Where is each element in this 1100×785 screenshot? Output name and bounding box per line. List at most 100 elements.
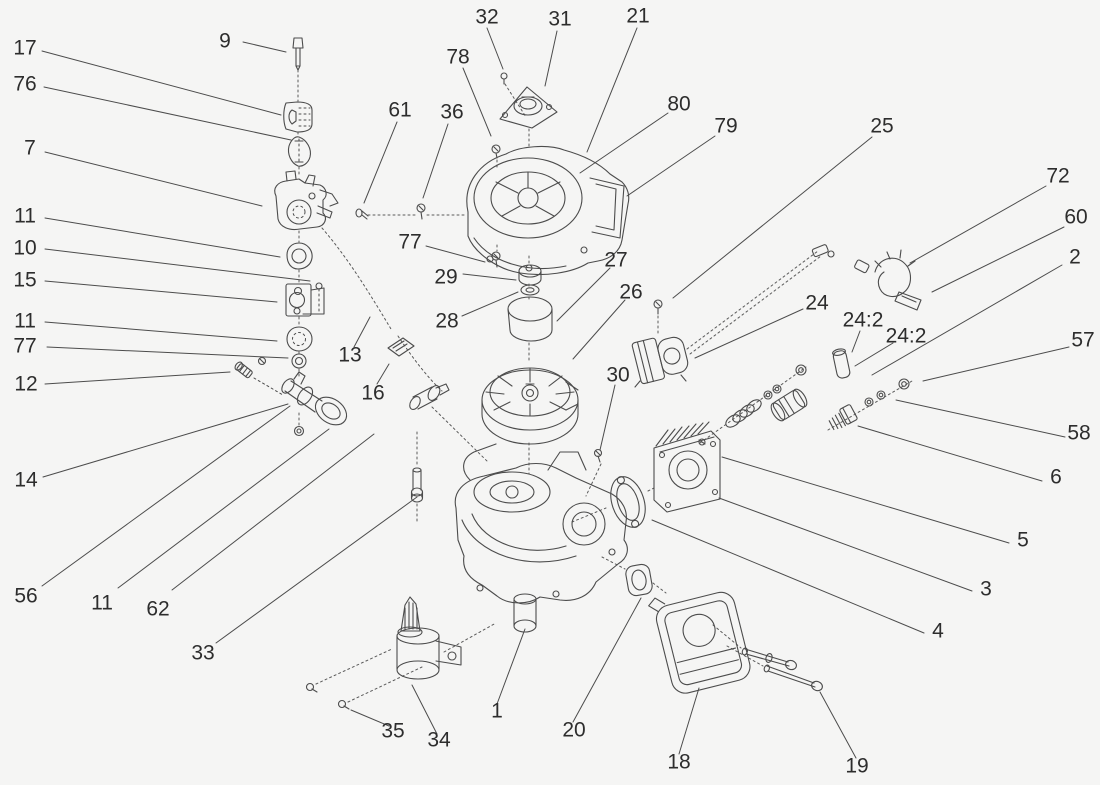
callout-24-label-47: 24: [805, 292, 829, 315]
callout-58-leader-34: [895, 399, 1066, 438]
callout-56-label-11: 56: [14, 585, 37, 608]
callout-32-leader-21: [486, 27, 504, 70]
callout-11-label-4: 11: [14, 205, 36, 228]
part-clamp-13: [387, 337, 415, 357]
callout-24-leader-47: [694, 308, 804, 359]
part-fitting-16: [409, 383, 450, 411]
part-washer-28: [520, 284, 540, 296]
part-muffler-bolts-19: [741, 647, 823, 692]
callout-16-label-46: 16: [361, 382, 384, 405]
callout-80-leader-27: [579, 112, 669, 174]
part-recoil-plate-31: [499, 86, 558, 129]
callout-62-label-13: 62: [146, 598, 169, 621]
callout-20-leader-18: [572, 597, 642, 723]
callout-14-leader-10: [42, 403, 289, 478]
part-screws-35: [305, 682, 350, 710]
callout-26-leader-43: [572, 299, 626, 360]
part-primer-assembly: [281, 371, 348, 437]
callout-6-label-35: 6: [1050, 466, 1062, 489]
callout-1-label-17: 1: [491, 700, 503, 723]
callout-28-label-41: 28: [435, 310, 458, 333]
part-carburetor-7: [274, 170, 339, 231]
callout-13-leader-45: [353, 316, 371, 348]
callout-61-label-25: 61: [388, 99, 411, 122]
callout-61-leader-25: [363, 121, 398, 204]
part-pulley-cup-27: [507, 296, 553, 342]
callout-72-leader-30: [909, 185, 1047, 264]
callout-17-leader-0: [41, 50, 282, 116]
callout-14-label-10: 14: [14, 469, 38, 492]
callout-24:2-leader-49: [854, 342, 894, 367]
leader-lines: [41, 27, 1070, 759]
callout-13-label-45: 13: [338, 344, 361, 367]
callout-15-label-6: 15: [13, 269, 36, 292]
callout-2-leader-32: [871, 264, 1063, 376]
callout-57-leader-33: [922, 346, 1070, 382]
part-ignition-coil-24: [631, 336, 689, 388]
callout-31-leader-22: [544, 30, 558, 87]
callout-12-label-9: 12: [14, 373, 37, 396]
callout-72-label-30: 72: [1046, 165, 1069, 188]
callout-34-label-16: 34: [427, 729, 451, 752]
part-seal-76: [287, 136, 311, 167]
callout-79-leader-28: [626, 135, 716, 197]
callout-7-label-3: 7: [24, 137, 36, 160]
part-engine-block-1: [454, 443, 628, 633]
callout-3-label-37: 3: [980, 578, 992, 601]
part-cylinder-shield-5: [653, 421, 721, 513]
callout-77-leader-39: [425, 245, 486, 263]
callout-18-label-19: 18: [667, 751, 690, 774]
callout-36-label-26: 36: [440, 101, 463, 124]
callout-11-leader-4: [44, 217, 281, 258]
part-oil-fill-34: [396, 596, 462, 680]
part-shield-gasket-3: [610, 476, 646, 528]
part-bolt-33: [410, 467, 424, 503]
callout-21-label-23: 21: [626, 5, 649, 28]
callout-11-leader-12: [117, 428, 330, 589]
callout-77-label-39: 77: [398, 231, 421, 254]
part-exhaust-gasket-20: [625, 563, 653, 597]
callout-76-leader-1: [43, 86, 292, 141]
callout-33-label-14: 33: [191, 642, 214, 665]
callout-4-label-38: 4: [932, 620, 944, 643]
callout-11-label-12: 11: [91, 592, 113, 615]
callout-28-leader-41: [461, 291, 519, 317]
callout-20-label-18: 20: [562, 719, 585, 742]
callout-1-leader-17: [496, 628, 526, 705]
part-screw-30: [593, 448, 603, 463]
callout-25-leader-29: [672, 136, 873, 299]
part-spark-plug-wire: [811, 244, 922, 311]
callout-3-leader-37: [718, 497, 973, 592]
part-spark-plug-2: [828, 378, 910, 431]
part-gasket-11: [286, 326, 313, 352]
callout-17-label-0: 17: [13, 37, 36, 60]
callout-79-label-28: 79: [714, 115, 737, 138]
callout-78-leader-24: [462, 67, 492, 137]
callout-27-leader-42: [556, 267, 611, 322]
callout-21-leader-23: [586, 27, 638, 153]
callout-10-leader-5: [44, 248, 311, 282]
callout-15-leader-6: [44, 280, 278, 303]
part-starter-clutch: [770, 388, 808, 422]
callout-30-leader-44: [599, 384, 616, 451]
callout-7-leader-3: [44, 151, 263, 207]
callout-24:2-label-48: 24:2: [843, 309, 884, 332]
callout-27-label-42: 27: [604, 249, 627, 272]
callout-33-leader-14: [215, 496, 418, 644]
callout-5-leader-36: [721, 456, 1010, 544]
callout-5-label-36: 5: [1017, 529, 1029, 552]
callout-16-leader-46: [376, 363, 390, 385]
callout-56-leader-11: [41, 405, 291, 587]
part-screw-32: [500, 72, 508, 85]
callout-6-leader-35: [857, 425, 1043, 482]
part-screw-77a: [491, 251, 501, 268]
callout-10-label-5: 10: [13, 237, 36, 260]
callout-11-label-7: 11: [14, 310, 36, 333]
callout-18-leader-19: [678, 687, 700, 755]
part-muffler-18: [648, 591, 751, 694]
part-fuel-cap-17: [283, 101, 313, 133]
callout-9-label-2: 9: [219, 30, 231, 53]
part-flywheel-26: [481, 367, 579, 445]
